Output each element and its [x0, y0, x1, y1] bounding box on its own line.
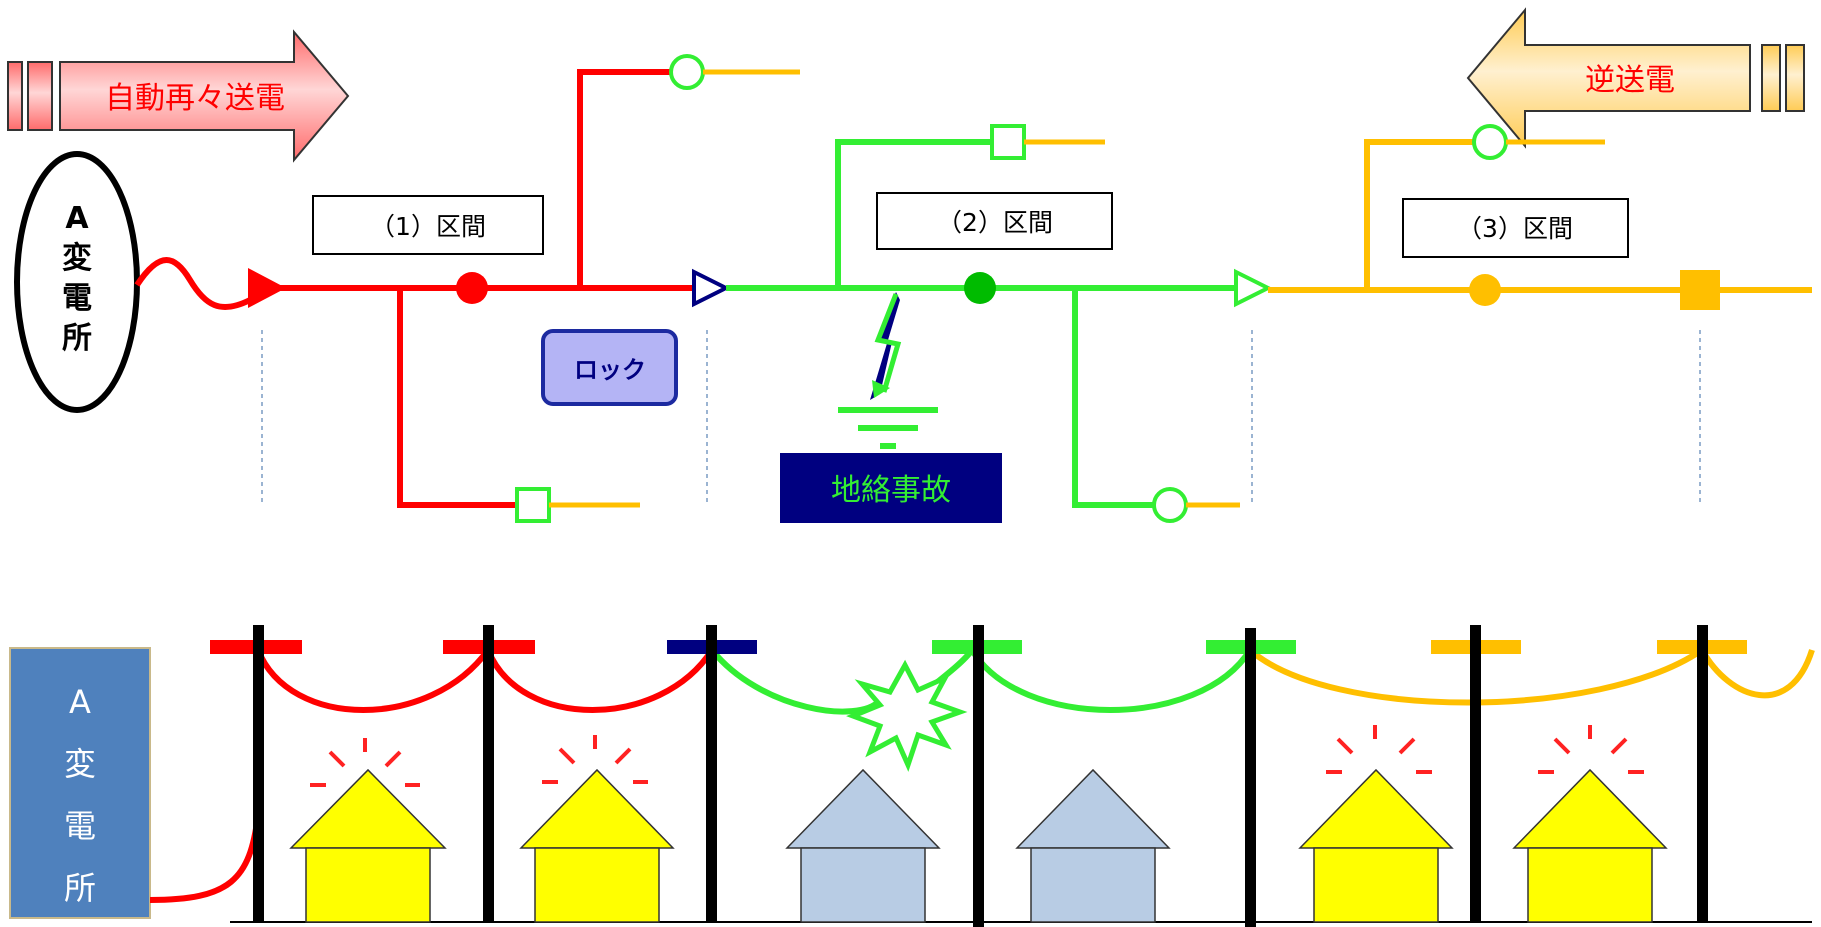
house-3 [785, 768, 941, 923]
section-dividers [261, 330, 1701, 505]
pole-7 [1697, 625, 1708, 922]
fault-label: 地絡事故 [831, 473, 951, 508]
light-rays-house-1 [310, 738, 420, 787]
switch-square-1 [515, 487, 551, 523]
lock-triangle [692, 268, 731, 308]
switch-circle-3 [1472, 124, 1508, 160]
reclose-arrow: 自動再々送電 [7, 29, 350, 163]
substation-a-bottom: A 変 電 所 [9, 647, 151, 919]
ground-fault-symbol [838, 292, 938, 449]
house-6 [1512, 768, 1668, 923]
pole-6 [1470, 625, 1481, 922]
substation-box-char-1: A [69, 683, 91, 721]
substation-box-char-2: 変 [64, 745, 96, 783]
light-rays-house-6 [1538, 725, 1644, 774]
lock-label: ロック [574, 356, 646, 384]
switch-dot-1 [456, 272, 488, 304]
light-rays-house-5 [1326, 725, 1432, 774]
section-1-lines [134, 69, 700, 508]
switch-square-3 [1680, 270, 1720, 310]
pole-3 [706, 625, 717, 922]
light-rays-house-2 [542, 735, 648, 784]
reverse-feed-label: 逆送電 [1585, 63, 1675, 98]
substation-box-char-3: 電 [64, 807, 96, 845]
substation-char-1: A [65, 201, 89, 236]
house-2 [519, 768, 675, 923]
reclose-arrow-label: 自動再々送電 [105, 81, 285, 116]
house-1 [289, 768, 447, 923]
section-label-2: （2）区間 [876, 192, 1113, 250]
pole-2 [483, 625, 494, 922]
pole-5 [1245, 628, 1256, 927]
switch-dot-3 [1469, 274, 1501, 306]
lock-badge: ロック [541, 329, 678, 406]
switch-circle-1 [669, 54, 705, 90]
fault-badge: 地絡事故 [780, 453, 1002, 523]
switch-dot-2 [964, 272, 996, 304]
light-rays [310, 725, 1644, 787]
house-5 [1298, 768, 1454, 923]
section-3-lines [1268, 139, 1812, 293]
substation-char-3: 電 [62, 281, 92, 316]
pole-4 [973, 625, 984, 927]
section-label-3-text: （3）区間 [1457, 214, 1573, 243]
section-label-3: （3）区間 [1402, 198, 1629, 258]
substation-box-char-4: 所 [64, 869, 96, 907]
reverse-feed-arrow: 逆送電 [1466, 7, 1805, 149]
switch-square-2 [990, 124, 1026, 160]
substation-a-top: A 変 電 所 [14, 151, 140, 413]
overhead-wires [149, 647, 1815, 903]
poles [210, 625, 1747, 927]
house-4 [1015, 768, 1171, 923]
section-label-1: （1）区間 [312, 195, 544, 255]
breaker-triangle-2 [1234, 268, 1273, 308]
section-label-2-text: （2）区間 [937, 208, 1053, 237]
fault-burst-icon [846, 659, 968, 772]
section-label-1-text: （1）区間 [370, 212, 486, 241]
substation-char-4: 所 [62, 321, 92, 356]
switch-circle-2 [1152, 487, 1188, 523]
breaker-triangle-1 [248, 268, 286, 308]
substation-char-2: 変 [62, 241, 92, 276]
pole-1 [253, 625, 264, 922]
